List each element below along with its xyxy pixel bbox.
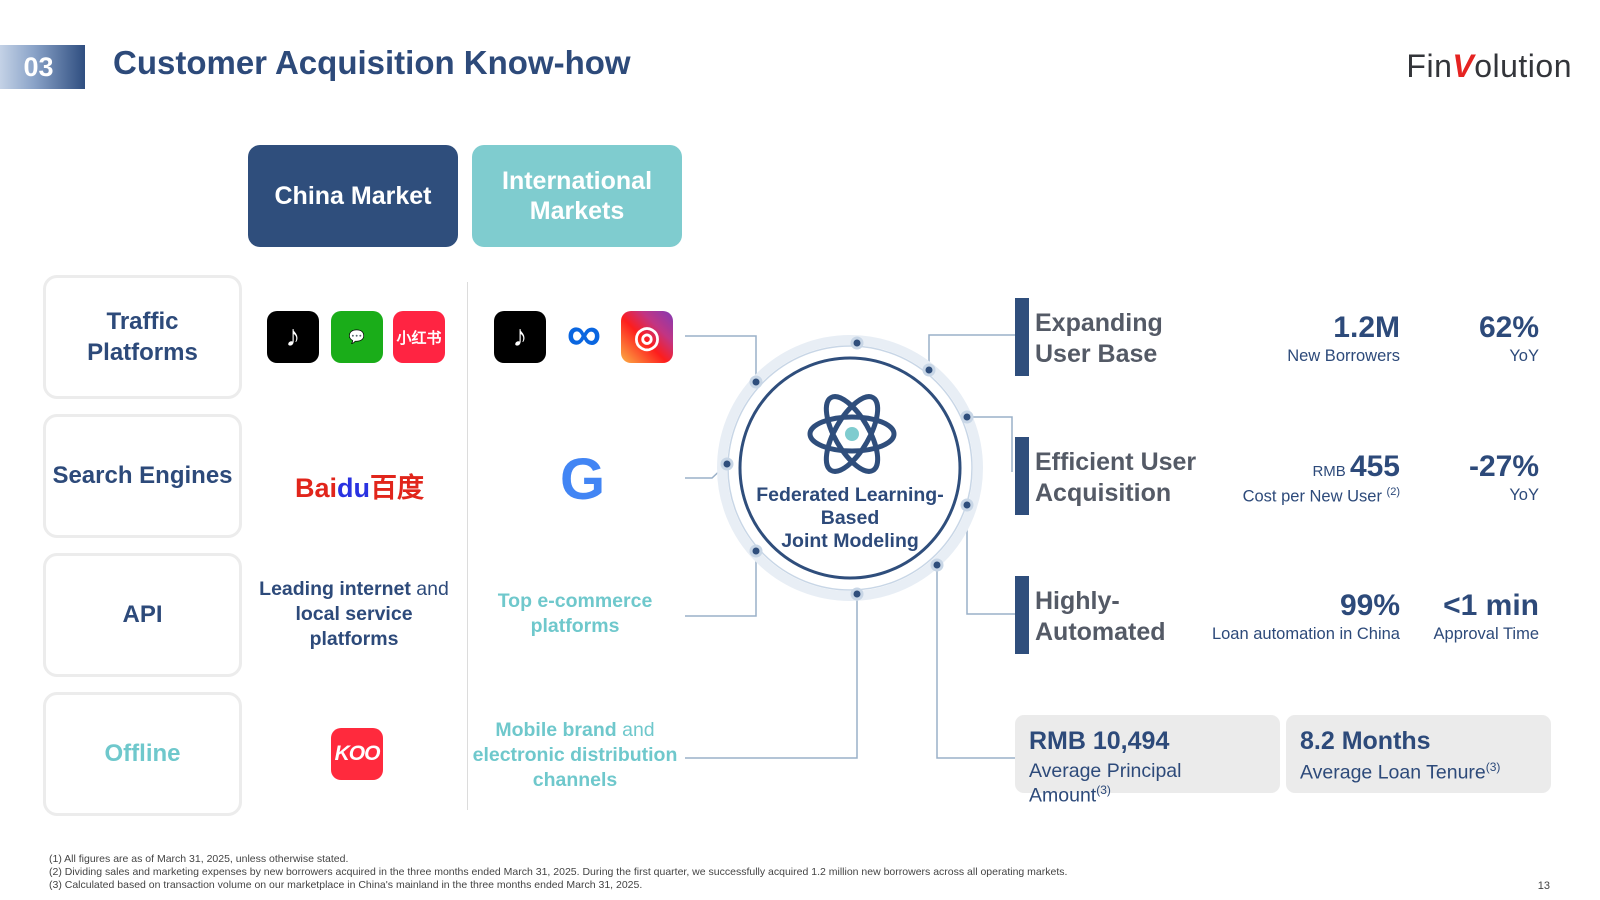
connector-efficient xyxy=(967,416,1013,472)
metric-label-approval-time: Approval Time xyxy=(1433,625,1539,643)
stat-label-tenure: Average Loan Tenure(3) xyxy=(1300,760,1501,784)
connector-stats xyxy=(936,565,1015,759)
intl-offline-text: Mobile brand and electronic distribution… xyxy=(472,719,678,791)
footnote-3: (3) Calculated based on transaction volu… xyxy=(49,879,643,892)
china-api-text: Leading internet and local service platf… xyxy=(259,578,449,650)
stat-label-principal: Average Principal Amount(3) xyxy=(1029,760,1182,807)
page-number: 13 xyxy=(1537,880,1550,892)
ring-dot xyxy=(850,587,864,601)
footnotes: (1) All figures are as of March 31, 2025… xyxy=(49,853,1067,892)
footnote-2: (2) Dividing sales and marketing expense… xyxy=(49,866,1068,879)
connector-automated xyxy=(966,505,1015,615)
atom-core xyxy=(845,427,859,441)
atom-icon xyxy=(807,394,897,474)
metric-label-yoy: YoY xyxy=(1509,347,1539,365)
section-number: 03 xyxy=(23,51,54,82)
connector-expanding xyxy=(928,334,1015,370)
footnote-1: (1) All figures are as of March 31, 2025… xyxy=(49,853,349,865)
row-label-search-engines: Search Engines xyxy=(43,414,242,538)
metric-label-cost-per-user: Cost per New User (2) xyxy=(1242,486,1400,506)
metric-label-new-borrowers: New Borrowers xyxy=(1287,347,1400,365)
tiktok-icon: ♪ xyxy=(494,311,546,363)
stat-box-tenure: 8.2 Months Average Loan Tenure(3) xyxy=(1286,715,1551,793)
metric-bar xyxy=(1015,576,1029,654)
xiaohongshu-icon: 小红书 xyxy=(393,311,445,363)
google-logo: G xyxy=(560,447,606,512)
ring-dot xyxy=(749,544,763,558)
stat-box-principal: RMB 10,494 Average Principal Amount(3) xyxy=(1015,715,1280,807)
intl-api-text: Top e-commerce platforms xyxy=(497,590,653,637)
center-label: Federated Learning- Based Joint Modeling xyxy=(756,484,944,552)
metric-label-yoy: YoY xyxy=(1509,486,1539,504)
instagram-icon: ◎ xyxy=(621,311,673,363)
inner-circle xyxy=(738,356,962,580)
ring-dot xyxy=(960,498,974,512)
baidu-logo: Baidu百度 xyxy=(295,473,425,503)
metric-value-automation: 99% xyxy=(1339,589,1400,622)
metric-title-automated: Highly-Automated xyxy=(1035,587,1166,646)
stat-value-tenure: 8.2 Months xyxy=(1300,727,1431,755)
tiktok-icon: ♪ xyxy=(267,311,319,363)
metric-bar xyxy=(1015,437,1029,515)
row-label-api: API xyxy=(43,553,242,677)
ring-dot xyxy=(922,363,936,377)
metric-value-yoy-cost: -27% xyxy=(1468,450,1539,483)
ring-dot xyxy=(930,558,944,572)
international-markets-header: International Markets xyxy=(472,145,682,247)
metric-bar xyxy=(1015,298,1029,376)
ring-dot xyxy=(850,336,864,350)
row-label-offline: Offline xyxy=(43,692,242,816)
metric-label-automation: Loan automation in China xyxy=(1211,625,1400,643)
connector-offline xyxy=(685,594,858,759)
metric-value-approval-time: <1 min xyxy=(1443,589,1539,622)
koo-icon: KOO xyxy=(331,728,383,780)
stat-value-principal: RMB 10,494 xyxy=(1029,727,1170,755)
section-badge: 03 xyxy=(0,45,85,89)
connector-traffic xyxy=(685,335,757,382)
metric-value-new-borrowers: 1.2M xyxy=(1333,311,1400,344)
ring-dot xyxy=(720,457,734,471)
connector-api xyxy=(685,551,757,617)
finvolution-logo: FinVolution xyxy=(1406,48,1572,84)
china-market-header: China Market xyxy=(248,145,458,247)
metric-value-cost-per-user: RMB 455 xyxy=(1312,450,1400,483)
ring-dot xyxy=(749,375,763,389)
metric-value-yoy-borrowers: 62% xyxy=(1478,311,1539,344)
page-title: Customer Acquisition Know-how xyxy=(113,44,631,81)
meta-icon: ∞ xyxy=(566,307,602,361)
column-divider xyxy=(467,282,468,810)
wechat-icon: 💬 xyxy=(331,311,383,363)
ring-dot xyxy=(960,410,974,424)
row-label-traffic-platforms: Traffic Platforms xyxy=(43,275,242,399)
